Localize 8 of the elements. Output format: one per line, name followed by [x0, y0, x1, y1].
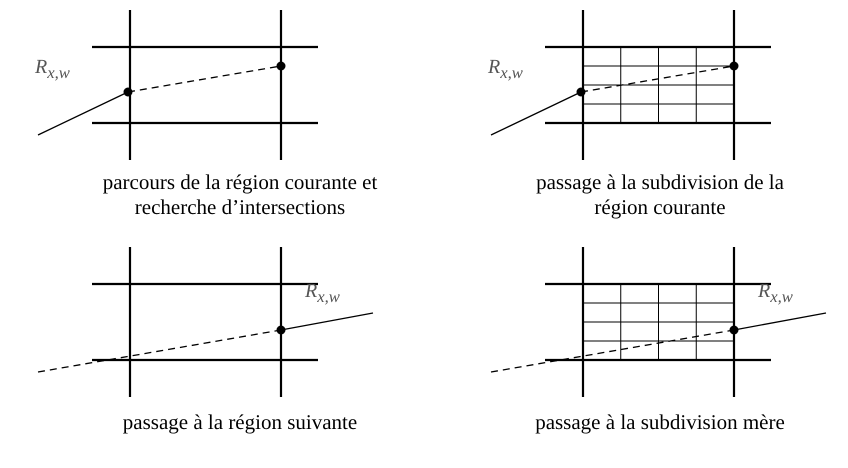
ray-label: R$_{x,w}$ — [488, 56, 523, 83]
panel-caption: parcours de la région courante et recherche d’intersections — [102, 170, 378, 220]
panel-caption: passage à la subdivision mère — [534, 410, 786, 435]
panel-caption: passage à la subdivision de la région courante — [535, 170, 785, 220]
panel-caption: passage à la région suivante — [122, 410, 358, 435]
ray-label: R$_{x,w}$ — [305, 280, 340, 307]
ray-label: R$_{x,w}$ — [35, 56, 70, 83]
ray-label: R$_{x,w}$ — [758, 280, 793, 307]
